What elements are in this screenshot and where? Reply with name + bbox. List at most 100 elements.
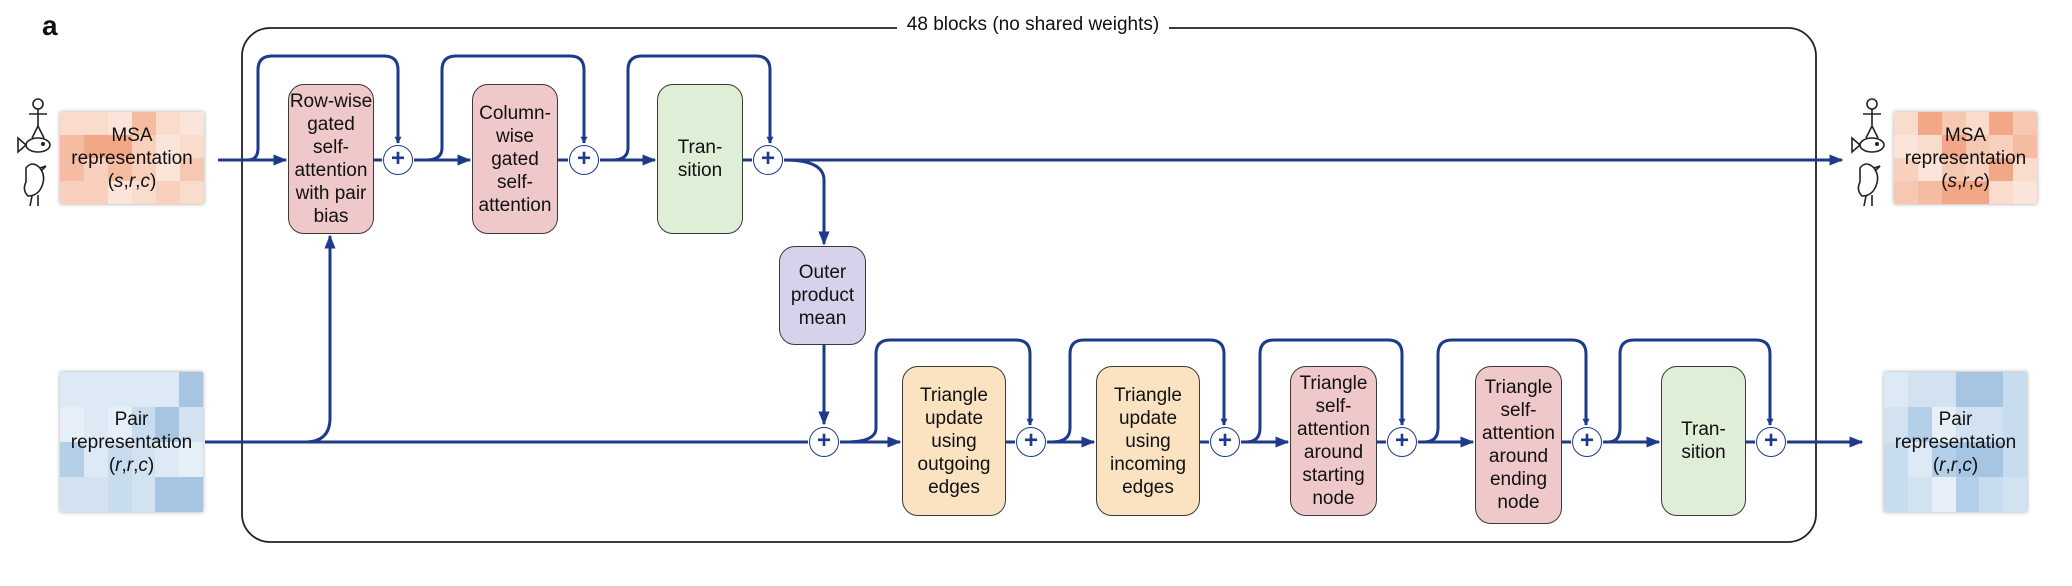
heatmap-cell bbox=[1965, 181, 1990, 204]
triangle-attention-ending-block: Triangle self- attention around ending n… bbox=[1475, 366, 1562, 524]
pair-output-label: Pair representation (r,r,c) bbox=[1894, 408, 2017, 476]
heatmap-cell bbox=[180, 181, 204, 204]
pair-input-label: Pair representation (r,r,c) bbox=[70, 408, 193, 476]
heatmap-cell bbox=[155, 407, 180, 442]
triangle-attention-starting-block: Triangle self- attention around starting… bbox=[1290, 366, 1377, 516]
heatmap-cell bbox=[60, 112, 84, 135]
heatmap-cell bbox=[60, 372, 84, 407]
heatmap-cell bbox=[179, 407, 203, 442]
pair-skip-1 bbox=[845, 338, 1034, 444]
heatmap-cell bbox=[180, 158, 204, 181]
heatmap-cell bbox=[1989, 135, 2014, 158]
fish-icon bbox=[17, 136, 51, 154]
heatmap-cell bbox=[1907, 407, 1932, 442]
heatmap-cell bbox=[107, 442, 132, 477]
heatmap-cell bbox=[1979, 477, 2004, 512]
heatmap-cell bbox=[1941, 181, 1966, 204]
heatmap-cell bbox=[1965, 135, 1990, 158]
heatmap-cell bbox=[1979, 372, 2004, 407]
heatmap-cell bbox=[1884, 442, 1908, 477]
heatmap-cell bbox=[1931, 372, 1956, 407]
heatmap-cell bbox=[2003, 407, 2027, 442]
bird-icon bbox=[23, 163, 47, 207]
heatmap-cell bbox=[155, 372, 180, 407]
heatmap-cell bbox=[180, 135, 204, 158]
residual-add-node: + bbox=[809, 427, 839, 457]
heatmap-cell bbox=[156, 158, 180, 181]
heatmap-cell bbox=[108, 112, 132, 135]
residual-add-node: + bbox=[1210, 427, 1240, 457]
pair-skip-2 bbox=[1051, 338, 1228, 444]
heatmap-cell bbox=[1917, 135, 1942, 158]
heatmap-cell bbox=[1931, 407, 1956, 442]
pair-output-heatmap bbox=[1884, 372, 2027, 512]
row-wise-attention-block: Row-wise gated self- attention with pair… bbox=[288, 84, 374, 234]
msa-output-heatmap bbox=[1894, 112, 2037, 204]
heatmap-cell bbox=[156, 181, 180, 204]
flow-arrows bbox=[205, 54, 1864, 448]
heatmap-cell bbox=[60, 135, 84, 158]
heatmap-cell bbox=[84, 112, 108, 135]
heatmap-cell bbox=[1955, 442, 1980, 477]
heatmap-cell bbox=[108, 181, 132, 204]
pair-input-heatmap bbox=[60, 372, 203, 512]
msa-input-heatmap bbox=[60, 112, 204, 204]
heatmap-cell bbox=[1894, 181, 1918, 204]
heatmap-cell bbox=[1955, 477, 1980, 512]
msa-skip-3 bbox=[611, 54, 774, 162]
species-icons-right bbox=[1851, 98, 1885, 207]
triangle-update-incoming-block: Triangle update using incoming edges bbox=[1096, 366, 1200, 516]
heatmap-cell bbox=[83, 372, 108, 407]
heatmap-cell bbox=[83, 442, 108, 477]
heatmap-cell bbox=[156, 112, 180, 135]
heatmap-cell bbox=[179, 477, 203, 512]
heatmap-cell bbox=[1965, 158, 1990, 181]
triangle-update-outgoing-block: Triangle update using outgoing edges bbox=[902, 366, 1006, 516]
heatmap-cell bbox=[1989, 181, 2014, 204]
heatmap-cell bbox=[83, 407, 108, 442]
heatmap-cell bbox=[155, 442, 180, 477]
heatmap-cell bbox=[1931, 477, 1956, 512]
heatmap-cell bbox=[1989, 158, 2014, 181]
pair-skip-3 bbox=[1245, 338, 1406, 444]
heatmap-cell bbox=[1884, 407, 1908, 442]
heatmap-cell bbox=[108, 135, 132, 158]
pair-skip-5 bbox=[1607, 338, 1774, 444]
heatmap-cell bbox=[60, 477, 84, 512]
residual-add-node: + bbox=[569, 145, 599, 175]
bird-icon bbox=[1857, 163, 1881, 207]
heatmap-cell bbox=[83, 477, 108, 512]
column-wise-attention-block: Column- wise gated self- attention bbox=[472, 84, 558, 234]
msa-skip-2 bbox=[425, 54, 588, 162]
heatmap-cell bbox=[84, 158, 108, 181]
heatmap-cell bbox=[1965, 112, 1990, 135]
heatmap-cell bbox=[132, 158, 156, 181]
msa-skip-1 bbox=[247, 54, 402, 162]
heatmap-cell bbox=[1907, 372, 1932, 407]
heatmap-cell bbox=[1941, 112, 1966, 135]
heatmap-cell bbox=[1941, 158, 1966, 181]
heatmap-cell bbox=[1907, 477, 1932, 512]
human-icon bbox=[29, 98, 47, 139]
heatmap-cell bbox=[131, 407, 156, 442]
heatmap-cell bbox=[2003, 372, 2027, 407]
fish-icon bbox=[1851, 136, 1885, 154]
residual-add-node: + bbox=[1756, 427, 1786, 457]
heatmap-cell bbox=[1955, 407, 1980, 442]
heatmap-cell bbox=[1931, 442, 1956, 477]
heatmap-cell bbox=[1907, 442, 1932, 477]
heatmap-cell bbox=[131, 372, 156, 407]
heatmap-cell bbox=[2013, 112, 2037, 135]
heatmap-cell bbox=[155, 477, 180, 512]
pair-skip-4 bbox=[1423, 338, 1590, 444]
heatmap-cell bbox=[60, 158, 84, 181]
pair-bias-arrow bbox=[304, 234, 336, 444]
heatmap-cell bbox=[1884, 372, 1908, 407]
heatmap-cell bbox=[1941, 135, 1966, 158]
residual-add-node: + bbox=[383, 145, 413, 175]
heatmap-cell bbox=[131, 477, 156, 512]
residual-add-node: + bbox=[1572, 427, 1602, 457]
outer-product-mean-block: Outer product mean bbox=[779, 246, 866, 345]
